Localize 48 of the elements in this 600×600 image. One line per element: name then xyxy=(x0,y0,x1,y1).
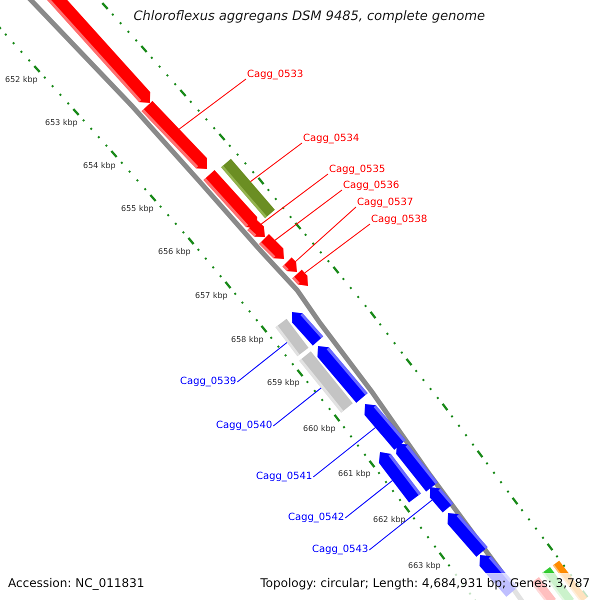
gene-feature xyxy=(430,487,454,513)
gene-label: Cagg_0541 xyxy=(256,471,312,483)
gene-feature xyxy=(282,257,297,272)
gene-feature xyxy=(378,452,421,503)
scale-label: 655 kbp xyxy=(121,204,154,214)
gene-label: Cagg_0536 xyxy=(343,180,400,192)
gene-label: Cagg_0534 xyxy=(303,133,360,145)
scale-label: 657 kbp xyxy=(195,291,228,301)
genome-summary-text: Topology: circular; Length: 4,684,931 bp; Genes: 3,787 xyxy=(260,576,590,590)
scale-label: 659 kbp xyxy=(267,378,300,388)
scale-label: 662 kbp xyxy=(373,515,406,525)
gene-label: Cagg_0533 xyxy=(247,69,304,81)
gene-feature xyxy=(247,220,265,237)
gene-block xyxy=(275,318,309,356)
gene-label: Cagg_0542 xyxy=(288,512,344,524)
leader-line xyxy=(274,190,342,241)
gene-label: Cagg_0538 xyxy=(371,214,428,226)
gene-label: Cagg_0535 xyxy=(329,164,386,176)
gene-label: Cagg_0540 xyxy=(216,420,272,432)
gene-block xyxy=(299,351,353,413)
scale-label: 661 kbp xyxy=(338,469,371,479)
gene-label: Cagg_0537 xyxy=(357,197,414,209)
leader-line xyxy=(178,78,246,130)
gene-feature xyxy=(292,270,308,286)
leader-line xyxy=(260,174,328,225)
scale-label: 656 kbp xyxy=(158,247,191,257)
scale-label: 654 kbp xyxy=(83,161,116,171)
gene-label: Cagg_0543 xyxy=(312,544,368,556)
title: Chloroflexus aggregans DSM 9485, complete genome xyxy=(131,9,487,25)
gene-feature xyxy=(142,100,207,169)
gene-label: Cagg_0539 xyxy=(180,376,236,388)
gene-feature xyxy=(448,513,488,557)
leader-line xyxy=(250,142,302,182)
scale-label: 658 kbp xyxy=(231,335,264,345)
scale-label: 663 kbp xyxy=(408,561,441,571)
leader-line xyxy=(368,500,433,550)
leader-line xyxy=(344,480,393,518)
accession-text: Accession: NC_011831 xyxy=(8,576,144,590)
leader-line xyxy=(304,224,370,274)
gene-feature xyxy=(203,170,258,228)
gene-feature xyxy=(364,404,406,450)
leader-line xyxy=(312,427,376,478)
gene-feature xyxy=(259,234,284,259)
leader-line xyxy=(295,206,356,262)
leader-line xyxy=(272,387,322,426)
leader-line xyxy=(236,342,288,382)
scale-label: 660 kbp xyxy=(303,424,336,434)
scale-label: 653 kbp xyxy=(45,118,78,128)
